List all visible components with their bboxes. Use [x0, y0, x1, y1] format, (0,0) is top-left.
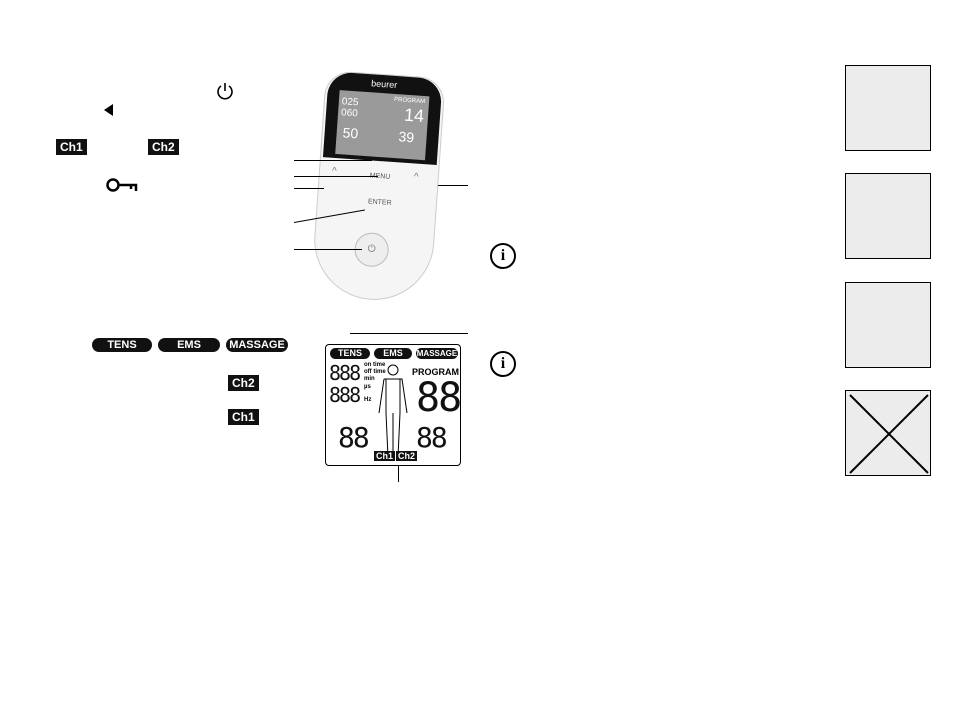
ems-badge: EMS: [158, 338, 220, 352]
lcd-diagram: TENS EMS MASSAGE 888 on time off time mi…: [325, 344, 462, 466]
electrode-cable-photo: [845, 173, 931, 259]
enter-button[interactable]: ENTER: [367, 198, 392, 207]
ch2-badge: Ch2: [228, 375, 259, 391]
battery-insert-photo: [845, 65, 931, 151]
device-screen: 025 060 PROGRAM 14 50 39: [335, 90, 430, 161]
ch2-badge: Ch2: [148, 139, 179, 155]
ch1-badge: Ch1: [56, 139, 87, 155]
triangle-left-icon: [104, 104, 113, 116]
massage-badge: MASSAGE: [226, 338, 288, 352]
info-icon: i: [490, 351, 516, 377]
key-icon: [106, 177, 138, 198]
incorrect-use-photo: [845, 390, 931, 476]
device-illustration: beurer 025 060 PROGRAM 14 50 39 MENU ENT…: [310, 70, 446, 304]
body-figure: [376, 363, 410, 459]
cable-connect-photo: [845, 282, 931, 368]
brand-logo: beurer: [370, 78, 398, 91]
ch1-badge: Ch1: [228, 409, 259, 425]
info-icon: i: [490, 243, 516, 269]
power-icon: [216, 82, 234, 100]
tens-badge: TENS: [92, 338, 152, 352]
ch2-up-button[interactable]: ^: [413, 171, 419, 183]
